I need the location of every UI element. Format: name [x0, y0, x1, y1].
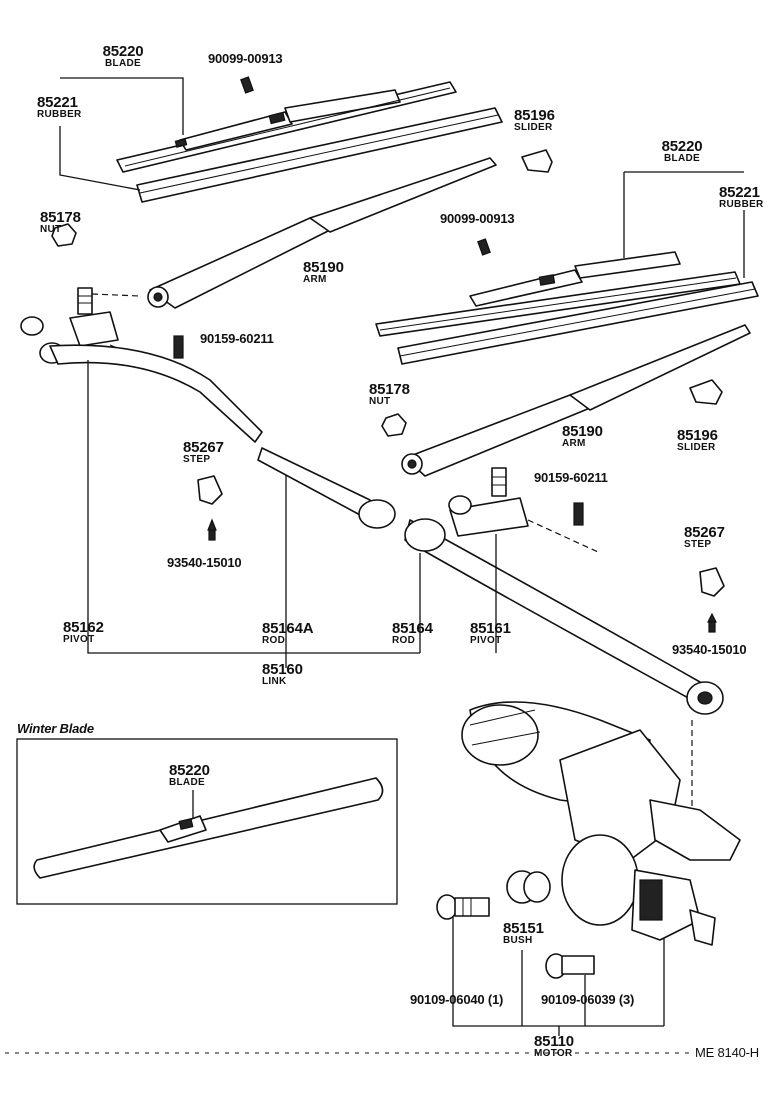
label-step-left: 85267 STEP — [183, 439, 224, 465]
label-bolt-motor-b: 90109-06039 (3) — [541, 992, 635, 1007]
bolt-motor-a — [436, 894, 490, 920]
bush — [506, 870, 551, 904]
blade-right — [375, 251, 741, 337]
blade-top-left — [116, 81, 457, 173]
nut-right — [381, 413, 407, 437]
screw-right — [477, 238, 491, 256]
arm-left — [147, 157, 497, 309]
wiper-motor — [461, 701, 741, 946]
label-bolt-left: 90159-60211 — [200, 331, 274, 346]
dash-bolt-right — [527, 519, 599, 553]
diagram-code: ME 8140-H — [695, 1045, 759, 1060]
label-winter-blade: 85220 BLADE — [169, 762, 210, 788]
label-link: 85160 LINK — [262, 661, 303, 687]
label-rubber-top: 85221 RUBBER — [37, 94, 82, 120]
label-slider-top: 85196 SLIDER — [514, 107, 555, 133]
label-blade-top: 85220 BLADE — [102, 43, 144, 69]
label-bush: 85151 BUSH — [503, 920, 544, 946]
link-rod-left — [49, 344, 396, 529]
clip-right — [707, 612, 717, 633]
step-right — [699, 567, 725, 597]
rubber-top-left — [136, 107, 503, 203]
label-nut-left: 85178 NUT — [40, 209, 81, 235]
label-bolt-right: 90159-60211 — [534, 470, 608, 485]
bolt-left — [173, 335, 184, 359]
leader-lines — [59, 77, 745, 1036]
label-slider-right: 85196 SLIDER — [677, 427, 718, 453]
pivot-right — [448, 467, 529, 537]
label-screw-right: 90099-00913 — [440, 211, 515, 226]
bolt-right — [573, 502, 584, 526]
label-bolt-motor-a: 90109-06040 (1) — [410, 992, 504, 1007]
winter-blade — [33, 777, 384, 879]
dash-arm-pivot — [91, 293, 141, 297]
label-pivot-right: 85161 PIVOT — [470, 620, 511, 646]
bolt-motor-b — [545, 953, 595, 979]
nut-left — [51, 223, 77, 247]
label-arm-right: 85190 ARM — [562, 423, 603, 449]
label-rod: 85164 ROD — [392, 620, 433, 646]
rubber-right — [397, 281, 759, 365]
label-nut-right: 85178 NUT — [369, 381, 410, 407]
label-screw-top: 90099-00913 — [208, 51, 283, 66]
label-rod-a: 85164A ROD — [262, 620, 314, 646]
link-rod-right — [404, 518, 724, 715]
label-clip-left: 93540-15010 — [167, 555, 242, 570]
screw-top — [240, 76, 254, 94]
label-clip-right: 93540-15010 — [672, 642, 747, 657]
label-arm-left: 85190 ARM — [303, 259, 344, 285]
slider-top — [521, 149, 553, 173]
label-motor: 85110 MOTOR — [534, 1033, 574, 1059]
label-pivot-left: 85162 PIVOT — [63, 619, 104, 645]
arm-right — [401, 324, 751, 477]
winter-blade-frame — [16, 738, 398, 905]
slider-right — [689, 379, 723, 405]
label-rubber-right: 85221 RUBBER — [719, 184, 764, 210]
label-blade-right: 85220 BLADE — [661, 138, 703, 164]
winter-blade-title: Winter Blade — [17, 721, 94, 736]
clip-left — [207, 518, 217, 541]
label-step-right: 85267 STEP — [684, 524, 725, 550]
step-left — [197, 475, 223, 505]
